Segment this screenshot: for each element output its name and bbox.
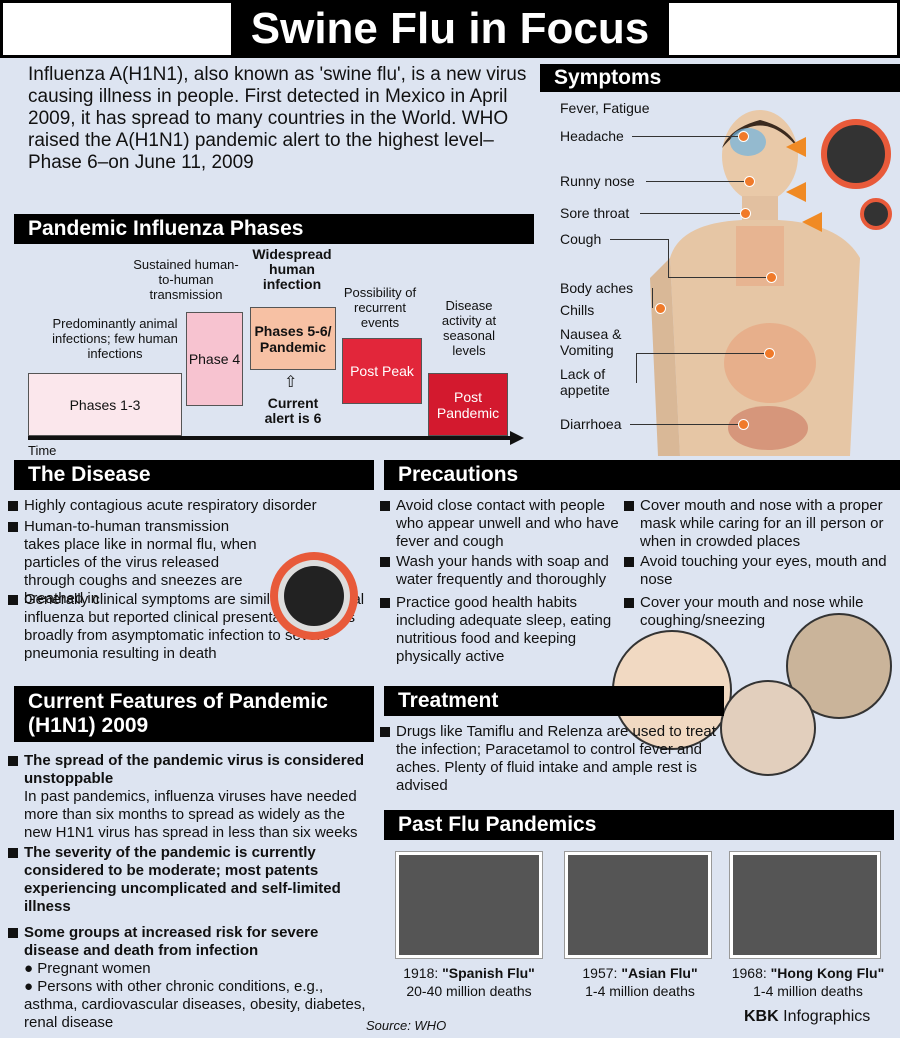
disease-item: Highly contagious acute respiratory diso… <box>8 497 368 515</box>
pandemic-1918-caption: 1918: "Spanish Flu"20-40 million deaths <box>403 965 535 999</box>
feature-1-text: In past pandemics, influenza viruses hav… <box>24 788 358 841</box>
treatment-header: Treatment <box>384 686 724 716</box>
phase-4-box: Phase 4 <box>186 312 243 406</box>
phase-4-label: Sustained human-to-human transmission <box>133 257 239 302</box>
up-arrow-icon: ⇧ <box>284 374 298 391</box>
current-alert-label: Current alert is 6 <box>264 395 322 426</box>
phase-5-label: Widespread human infection <box>252 246 332 292</box>
post-peak-box: Post Peak <box>342 338 422 404</box>
post-pandemic-box: Post Pandemic <box>428 373 508 436</box>
time-axis <box>28 436 512 440</box>
phase-post-label: Disease activity at seasonal levels <box>441 298 497 358</box>
feature-2-title: The severity of the pandemic is currentl… <box>8 844 374 916</box>
phase-1-label: Predominantly animal infections; few hum… <box>52 316 178 361</box>
feature-3-title: Some groups at increased risk for severe… <box>8 924 374 960</box>
virus-particles-illustration <box>786 112 898 242</box>
precaution-item: Wash your hands with soap and water freq… <box>380 553 624 589</box>
symptom-chills: Chills <box>560 302 595 318</box>
photo-1957 <box>565 852 711 958</box>
precaution-item: Avoid close contact with people who appe… <box>380 497 624 551</box>
precaution-item: Cover your mouth and nose while coughing… <box>624 594 896 630</box>
symptom-nausea: Nausea & Vomiting <box>560 326 622 358</box>
pandemic-1968-caption: 1968: "Hong Kong Flu"1-4 million deaths <box>731 965 885 999</box>
intro-text: Influenza A(H1N1), also known as 'swine … <box>28 64 527 173</box>
risk-group-item: ● Pregnant women <box>24 960 151 977</box>
phases-header: Pandemic Influenza Phases <box>14 214 534 244</box>
risk-group-text: Persons with other chronic conditions, e… <box>24 978 366 1031</box>
page-title: Swine Flu in Focus <box>230 3 670 55</box>
virus-icon <box>258 540 370 652</box>
precautions-header: Precautions <box>384 460 900 490</box>
photo-1968 <box>730 852 880 958</box>
symptom-diarrhoea: Diarrhoea <box>560 416 622 432</box>
source-label: Source: WHO <box>366 1018 447 1033</box>
features-header: Current Features of Pandemic (H1N1) 2009 <box>14 686 374 742</box>
phase-5-6-box: Phases 5-6/ Pandemic <box>250 307 336 370</box>
treatment-text: Drugs like Tamiflu and Relenza are used … <box>380 723 740 795</box>
risk-group-item: ● Persons with other chronic conditions,… <box>24 978 366 1031</box>
symptom-sore-throat: Sore throat <box>560 205 630 221</box>
symptom-appetite: Lack of appetite <box>560 366 610 398</box>
past-header: Past Flu Pandemics <box>384 810 894 840</box>
pandemic-1957-caption: 1957: "Asian Flu"1-4 million deaths <box>582 965 698 999</box>
symptom-headache: Headache <box>560 128 624 144</box>
symptom-runny-nose: Runny nose <box>560 173 635 189</box>
feature-1-title: The spread of the pandemic virus is cons… <box>8 752 374 788</box>
credit-label: KBK Infographics <box>744 1008 871 1025</box>
disease-item: Human-to-human transmission takes place … <box>8 518 268 608</box>
time-label: Time <box>28 443 57 458</box>
symptoms-header: Symptoms <box>540 64 900 92</box>
precaution-item: Avoid touching your eyes, mouth and nose <box>624 553 896 589</box>
time-arrow-icon <box>510 431 524 445</box>
mask-image <box>720 680 816 776</box>
risk-group-text: Pregnant women <box>37 960 151 977</box>
symptom-cough: Cough <box>560 231 602 247</box>
title-bar: Swine Flu in Focus <box>0 0 900 58</box>
phase-peak-label: Possibility of recurrent events <box>343 285 417 330</box>
precaution-item: Practice good health habits including ad… <box>380 594 624 666</box>
disease-header: The Disease <box>14 460 374 490</box>
photo-1918 <box>396 852 542 958</box>
symptom-body-aches: Body aches <box>560 280 634 296</box>
symptom-fever: Fever, Fatigue <box>560 100 650 116</box>
precaution-item: Cover mouth and nose with a proper mask … <box>624 497 896 551</box>
phase-1-3-box: Phases 1-3 <box>28 373 182 436</box>
